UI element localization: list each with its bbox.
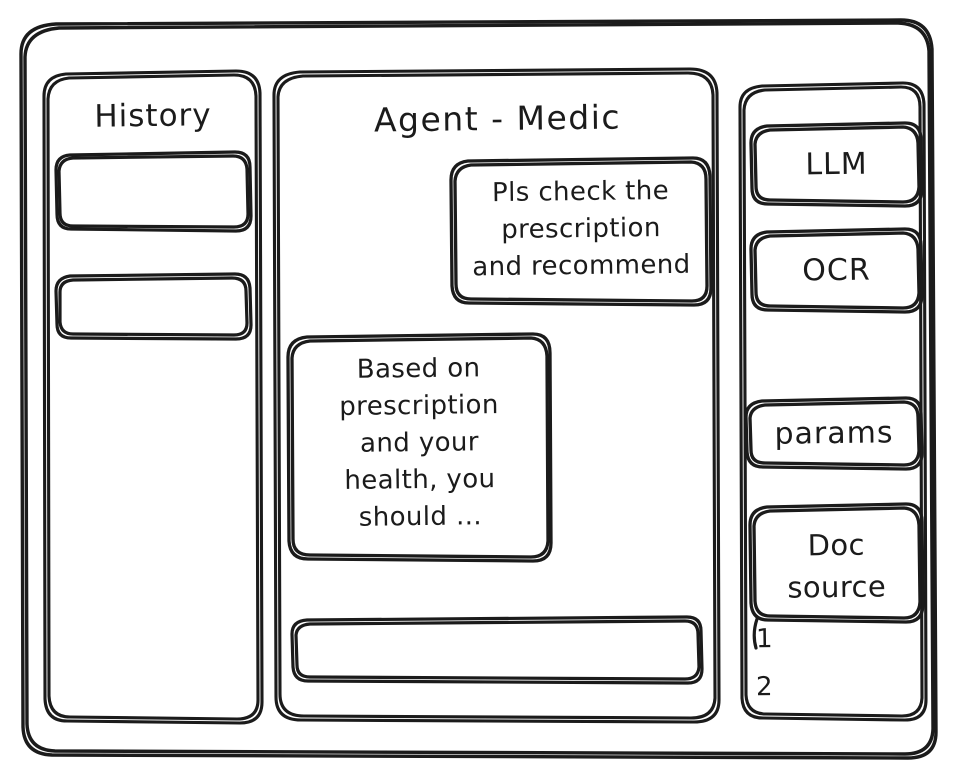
tool-card-doc-source[interactable]: Doc source <box>750 504 923 622</box>
message-input[interactable] <box>292 617 702 683</box>
tool-card-llm[interactable]: LLM <box>751 123 922 206</box>
sidebar-item-history-1[interactable] <box>56 152 251 231</box>
history-item-2-label <box>56 293 251 295</box>
tool-card-params[interactable]: params <box>746 398 922 469</box>
tool-card-params-label: params <box>774 415 894 452</box>
page-title: Agent - Medic <box>373 97 622 140</box>
history-panel-title: History <box>94 97 212 135</box>
message-assistant: Based on prescription and your health, y… <box>288 334 551 561</box>
message-input-value <box>306 635 686 640</box>
sidebar-item-history-2[interactable] <box>56 274 251 339</box>
message-user-text: Pls check the prescription and recommend <box>472 175 691 283</box>
tool-card-ocr-label: OCR <box>802 252 871 289</box>
doc-list-item-2-label: 2 <box>755 672 774 703</box>
tool-card-llm-label: LLM <box>805 146 868 183</box>
tool-card-ocr[interactable]: OCR <box>751 229 922 312</box>
doc-list-item-2[interactable]: 2 <box>752 664 812 706</box>
doc-list-item-1[interactable]: 1 <box>752 616 812 658</box>
doc-list-item-1-label: 1 <box>755 624 774 655</box>
history-item-1-label <box>56 177 251 179</box>
tool-card-doc-source-label: Doc source <box>787 527 887 605</box>
message-user: Pls check the prescription and recommend <box>451 158 711 305</box>
message-assistant-text: Based on prescription and your health, y… <box>339 353 499 533</box>
